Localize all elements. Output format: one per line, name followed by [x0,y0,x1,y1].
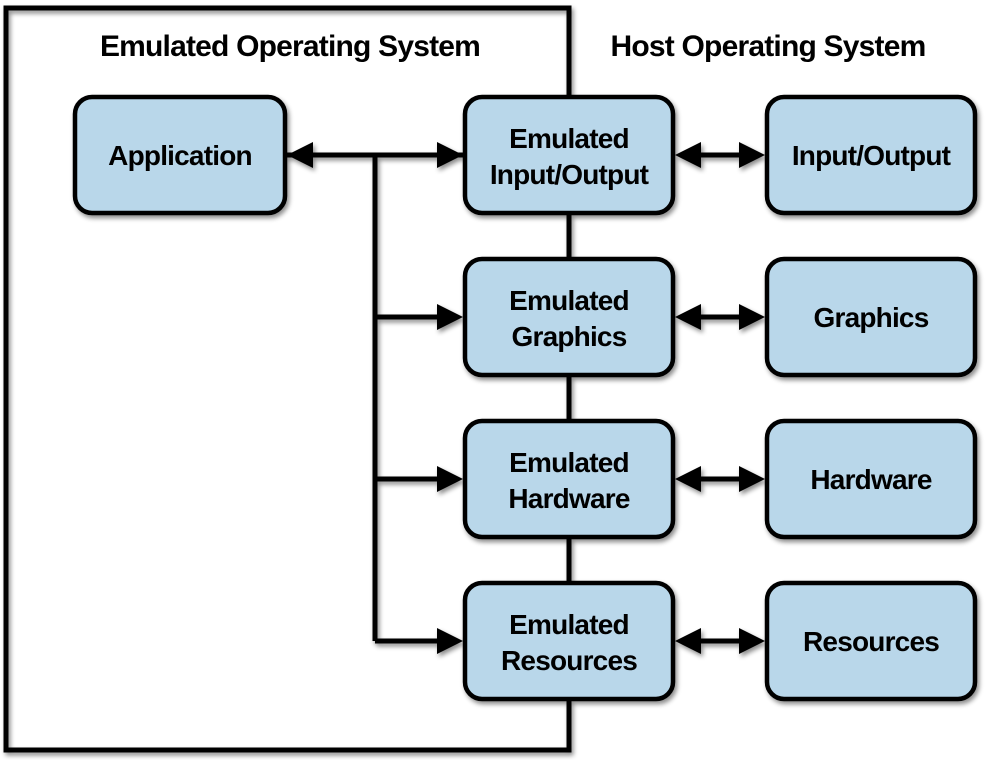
emulated-resources-box [462,580,676,702]
emulated-hardware-box [462,418,676,540]
arrowhead-into-application-icon [287,142,313,168]
emulated-resources-label-line2: Resources [501,645,637,676]
arrowhead-right-graphics-icon [739,304,765,330]
emulated-input-output-box [462,94,676,216]
host-io-label: Input/Output [792,140,951,171]
arrowhead-right-resources-icon [739,628,765,654]
arrowhead-right-hardware-icon [739,466,765,492]
emulated-resources-label-line1: Emulated [509,609,629,640]
arrowhead-into-emulated-graphics-icon [437,304,463,330]
host-hardware-label: Hardware [810,464,931,495]
emulated-io-label-line1: Emulated [509,123,629,154]
host-resources-label: Resources [803,626,939,657]
arrowhead-right-io-icon [739,142,765,168]
emulated-hardware-label-line2: Hardware [508,483,629,514]
application-label: Application [108,140,252,171]
host-resources-box [764,580,978,702]
application-box [72,94,288,216]
emulated-graphics-box [462,256,676,378]
arrowhead-into-emulated-hardware-icon [437,466,463,492]
arrowhead-left-hardware-icon [675,466,701,492]
arrowhead-into-emulated-io-icon [437,142,463,168]
emulated-graphics-label-line1: Emulated [509,285,629,316]
emulated-graphics-label-line2: Graphics [512,321,627,352]
host-graphics-box [764,256,978,378]
host-graphics-label: Graphics [814,302,929,333]
emulated-os-boundary [3,5,572,753]
diagram-labels: Emulated Operating System Host Operating… [100,30,951,676]
arrowhead-into-emulated-resources-icon [437,628,463,654]
host-input-output-box [764,94,978,216]
host-hardware-box [764,418,978,540]
emulated-os-title: Emulated Operating System [100,30,480,63]
arrowhead-left-graphics-icon [675,304,701,330]
emulated-hardware-label-line1: Emulated [509,447,629,478]
host-os-title: Host Operating System [611,30,926,63]
diagram-shapes [3,5,978,753]
emulated-io-label-line2: Input/Output [490,159,649,190]
arrowhead-left-io-icon [675,142,701,168]
arrowhead-left-resources-icon [675,628,701,654]
